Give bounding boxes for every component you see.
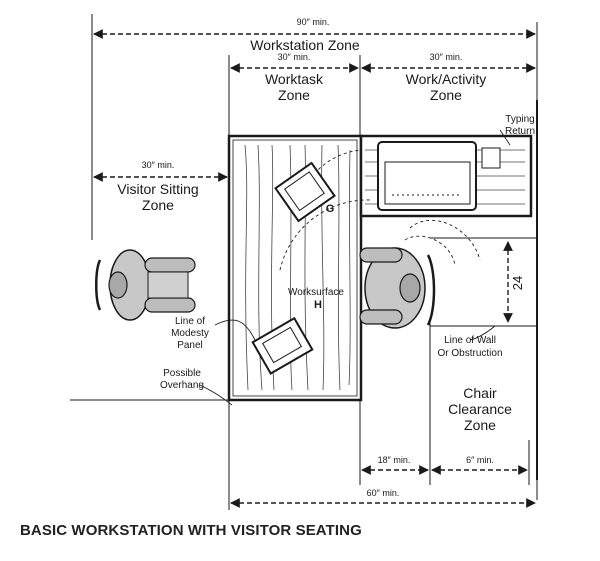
dimension-labels: 90″ min. 30″ min. 30″ min. 30″ min. 18″ …: [142, 17, 525, 498]
dim-vertical-24: 24: [510, 276, 525, 290]
wall-1: Line of Wall: [444, 335, 496, 346]
modesty-3: Panel: [177, 340, 203, 351]
note-labels: Typing Return Worksurface H G Line of Mo…: [160, 114, 535, 391]
zone-labels: Workstation Zone Worktask Zone Work/Acti…: [117, 37, 512, 433]
zone-chair-1: Chair: [463, 385, 497, 401]
figure-caption: BASIC WORKSTATION WITH VISITOR SEATING: [20, 522, 362, 539]
leader-lines: [199, 129, 511, 406]
typing-return-1: Typing: [505, 114, 534, 125]
dim-work-activity: 30″ min.: [430, 52, 463, 62]
typing-return-desk: [359, 134, 533, 218]
worker-person-icon: [359, 247, 436, 329]
monitor-icon: [274, 161, 336, 223]
overhang-2: Overhang: [160, 380, 204, 391]
modesty-2: Modesty: [171, 328, 209, 339]
dim-clearance-6: 6″ min.: [466, 455, 494, 465]
overhang-1: Possible: [163, 368, 201, 379]
zone-worktask-1: Worktask: [265, 71, 324, 87]
modesty-1: Line of: [175, 316, 205, 327]
zone-visitor-2: Zone: [142, 197, 174, 213]
dim-bottom-60: 60″ min.: [367, 488, 400, 498]
visitor-person-icon: [95, 249, 196, 321]
return-g: G: [326, 203, 335, 215]
dim-workstation: 90″ min.: [297, 17, 330, 27]
worksurface-label: Worksurface: [288, 287, 344, 298]
wall-2: Or Obstruction: [437, 348, 502, 359]
worksurface-h: H: [314, 299, 322, 311]
zone-worktask-2: Zone: [278, 87, 310, 103]
zone-work-activity-2: Zone: [430, 87, 462, 103]
zone-visitor-1: Visitor Sitting: [117, 181, 198, 197]
phone-icon: [251, 316, 314, 375]
dim-worktask: 30″ min.: [278, 52, 311, 62]
chair-swing-arcs: [279, 149, 481, 271]
zone-workstation: Workstation Zone: [250, 37, 360, 53]
typing-return-2: Return: [505, 126, 535, 137]
dim-visitor: 30″ min.: [142, 160, 175, 170]
zone-work-activity-1: Work/Activity: [406, 71, 487, 87]
zone-chair-3: Zone: [464, 417, 496, 433]
typewriter-icon: [377, 141, 501, 211]
zone-chair-2: Clearance: [448, 401, 512, 417]
dim-clearance-18: 18″ min.: [378, 455, 411, 465]
